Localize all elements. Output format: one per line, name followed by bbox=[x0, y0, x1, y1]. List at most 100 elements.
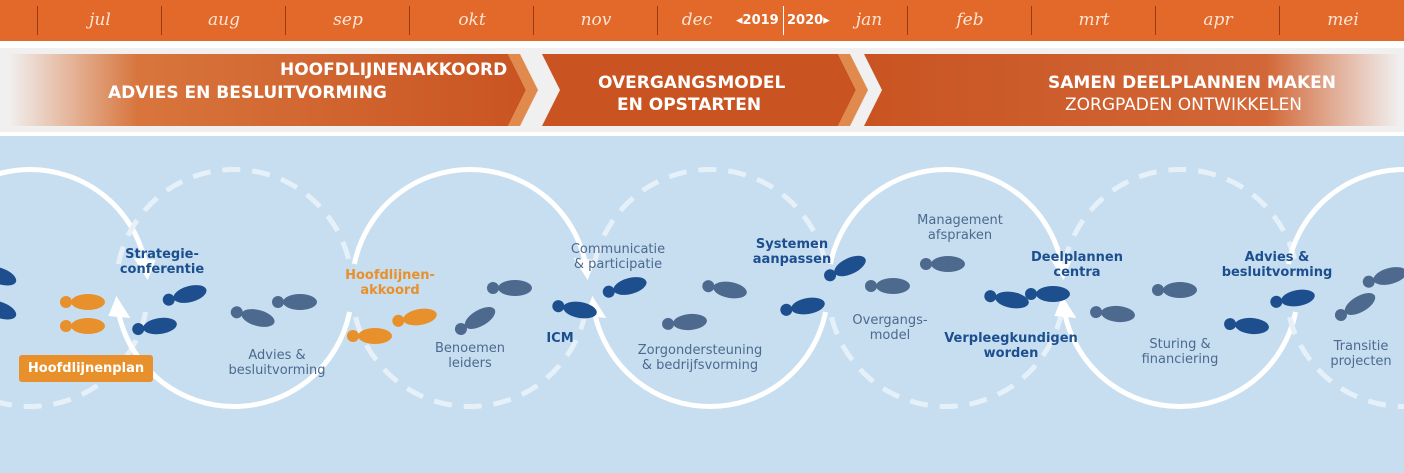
label-zorgondersteuning: Zorgondersteuning & bedrijfsvorming bbox=[637, 343, 763, 373]
footstep-icon bbox=[865, 278, 910, 294]
footstep-sole bbox=[1373, 267, 1404, 285]
month-okt: okt bbox=[458, 10, 486, 30]
footstep-icon bbox=[662, 313, 707, 331]
footstep-heel bbox=[347, 330, 359, 342]
phase-3-title: SAMEN DEELPLANNEN MAKEN bbox=[1048, 73, 1336, 93]
arrow-left-icon: ◂ bbox=[736, 13, 743, 28]
footstep-heel bbox=[920, 258, 932, 270]
timeline-bar: jul aug sep okt nov dec ◂2019 2020▸ jan … bbox=[0, 0, 1404, 41]
month-divider bbox=[907, 6, 908, 35]
month-divider bbox=[657, 6, 658, 35]
footstep-heel bbox=[602, 285, 615, 298]
footsteps bbox=[0, 255, 1404, 344]
label-sturing-financiering: Sturing & financiering bbox=[1141, 337, 1219, 367]
month-nov: nov bbox=[580, 10, 612, 30]
footstep-icon bbox=[230, 306, 275, 327]
footstep-sole bbox=[173, 285, 207, 303]
cycle-arc-dashed bbox=[1061, 166, 1299, 265]
footstep-icon bbox=[132, 317, 177, 336]
footstep-sole bbox=[834, 255, 866, 277]
footstep-heel bbox=[552, 300, 565, 313]
footstep-sole bbox=[1344, 293, 1376, 315]
cycle-arc-solid bbox=[827, 166, 1065, 265]
footstep-icon bbox=[984, 290, 1029, 309]
label-hoofdlijnenakkoord: Hoofdlijnen- akkoord bbox=[345, 268, 435, 298]
label-systemen-aanpassen: Systemen aanpassen bbox=[752, 237, 832, 267]
footstep-icon bbox=[454, 307, 496, 335]
footstep-icon bbox=[1090, 305, 1135, 323]
cycle-arc-solid bbox=[351, 166, 589, 265]
footstep-icon bbox=[60, 318, 105, 334]
footstep-sole bbox=[1101, 305, 1135, 323]
cycle-arc-dashed bbox=[351, 311, 589, 410]
footstep-sole bbox=[464, 307, 496, 329]
cycle-arrowhead-icon bbox=[108, 296, 131, 318]
footstep-heel bbox=[662, 317, 675, 330]
footstep-icon bbox=[60, 294, 105, 310]
cycle-diagram bbox=[0, 166, 1404, 410]
label-icm: ICM bbox=[546, 331, 574, 346]
phase-chevron-2 bbox=[838, 54, 868, 126]
footstep-heel bbox=[454, 323, 467, 335]
month-mrt: mrt bbox=[1078, 10, 1110, 30]
cycle-arc-solid bbox=[1285, 166, 1404, 265]
footstep-heel bbox=[1090, 306, 1103, 319]
footstep-sole bbox=[358, 328, 392, 344]
footstep-sole bbox=[241, 309, 275, 327]
cycle-arc-solid bbox=[0, 166, 149, 265]
footstep-icon bbox=[1224, 317, 1269, 335]
phase-arrow-1 bbox=[8, 54, 526, 126]
month-divider bbox=[1155, 6, 1156, 35]
footstep-heel bbox=[1362, 275, 1375, 288]
footstep-sole bbox=[791, 297, 825, 315]
label-management-afspraken: Management afspraken bbox=[917, 213, 1003, 243]
footstep-icon bbox=[1362, 267, 1404, 288]
footstep-heel bbox=[1224, 318, 1237, 331]
footstep-sole bbox=[613, 277, 647, 295]
phase-1-title: HOOFDLIJNENAKKOORD bbox=[280, 60, 508, 80]
phase-2-title: OVERGANGSMODEL bbox=[598, 73, 786, 93]
footstep-heel bbox=[1270, 295, 1283, 308]
footstep-sole bbox=[673, 313, 707, 331]
hoofdlijnenplan-badge: Hoofdlijnenplan bbox=[19, 355, 153, 382]
footstep-sole bbox=[283, 294, 317, 310]
month-feb: feb bbox=[956, 10, 984, 30]
phase-3-subtitle: ZORGPADEN ONTWIKKELEN bbox=[1065, 95, 1303, 115]
phase-2-subtitle: EN OPSTARTEN bbox=[617, 95, 762, 115]
footstep-sole bbox=[403, 308, 437, 326]
month-dec: dec bbox=[681, 10, 713, 30]
footstep-icon bbox=[920, 256, 965, 272]
month-divider bbox=[1279, 6, 1280, 35]
footstep-sole bbox=[1281, 289, 1315, 307]
footstep-heel bbox=[60, 320, 72, 332]
footstep-heel bbox=[824, 269, 837, 282]
month-divider bbox=[1031, 6, 1032, 35]
footstep-sole bbox=[1163, 282, 1197, 298]
footstep-heel bbox=[487, 282, 499, 294]
cycle-arc-solid bbox=[1061, 311, 1299, 410]
footstep-icon bbox=[392, 308, 437, 327]
cycle-arrowhead-icon bbox=[1054, 296, 1077, 318]
footstep-sole bbox=[995, 291, 1029, 309]
label-strategieconferentie: Strategie- conferentie bbox=[119, 247, 205, 277]
year-2019: ◂2019 bbox=[736, 13, 779, 28]
phase-arrows bbox=[8, 54, 1400, 126]
footstep-icon bbox=[780, 297, 825, 316]
footstep-icon bbox=[1270, 289, 1315, 308]
cycle-arrowhead-icon bbox=[573, 258, 596, 280]
month-mei: mei bbox=[1327, 10, 1359, 30]
phase-arrow-3 bbox=[864, 54, 1400, 126]
footstep-icon bbox=[702, 280, 747, 299]
footstep-icon bbox=[0, 300, 17, 320]
footstep-heel bbox=[1334, 309, 1347, 321]
label-verpleegkundigen: Verpleegkundigen worden bbox=[944, 331, 1078, 361]
footstep-heel bbox=[984, 290, 997, 303]
month-aug: aug bbox=[208, 10, 240, 30]
arrow-right-icon: ▸ bbox=[823, 13, 830, 28]
cycle-arc-dashed bbox=[1285, 311, 1404, 410]
footstep-sole bbox=[0, 266, 17, 286]
roadmap-area bbox=[0, 136, 1404, 473]
cycle-arc-dashed bbox=[827, 311, 1065, 410]
footstep-heel bbox=[162, 293, 175, 306]
footstep-heel bbox=[1152, 284, 1164, 296]
